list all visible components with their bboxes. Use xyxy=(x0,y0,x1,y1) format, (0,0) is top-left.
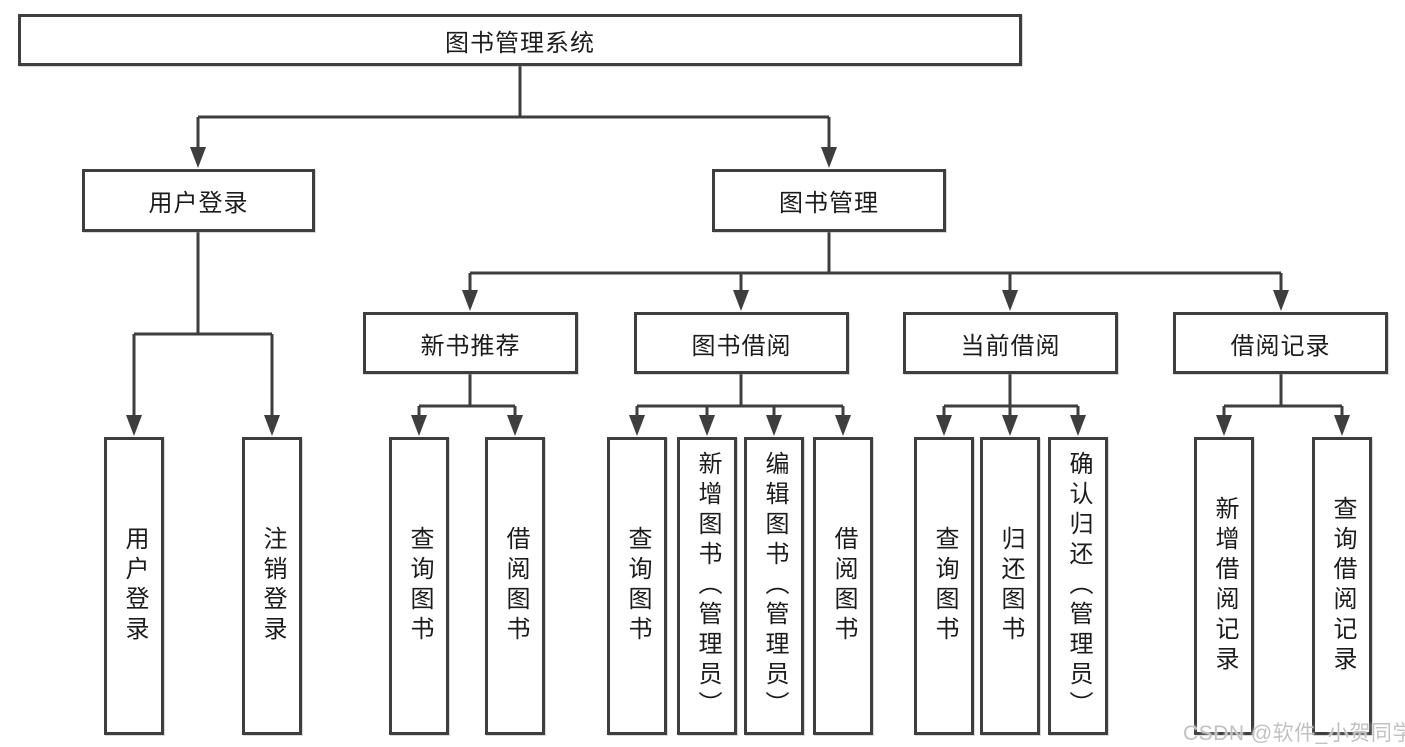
leaf-label: 新增图书（管理员） xyxy=(694,451,721,721)
leaf-add-books-admin: 新增图书（管理员） xyxy=(677,437,737,735)
leaf-label: 编辑图书（管理员） xyxy=(761,451,788,721)
arrowhead-icons xyxy=(126,147,1350,436)
leaf-label: 新增借阅记录 xyxy=(1211,496,1238,676)
leaf-label: 查询图书 xyxy=(624,526,651,646)
leaf-add-borrow-record: 新增借阅记录 xyxy=(1194,437,1254,735)
leaf-query-books: 查询图书 xyxy=(389,437,449,735)
leaf-label: 查询图书 xyxy=(931,526,958,646)
node-label: 图书管理系统 xyxy=(445,29,595,57)
csdn-watermark: CSDN @软件_小贺同学 xyxy=(1183,722,1405,745)
node-user-login: 用户登录 xyxy=(82,169,315,232)
leaf-query-books: 查询图书 xyxy=(914,437,974,735)
leaf-label: 注销登录 xyxy=(259,526,286,646)
leaf-query-borrow-record: 查询借阅记录 xyxy=(1312,437,1372,735)
leaf-return-books: 归还图书 xyxy=(980,437,1040,735)
leaf-label: 借阅图书 xyxy=(502,526,529,646)
node-borrowing-records: 借阅记录 xyxy=(1173,312,1388,374)
node-label: 新书推荐 xyxy=(420,332,521,360)
leaf-label: 查询图书 xyxy=(406,526,433,646)
node-label: 当前借阅 xyxy=(960,332,1061,360)
leaf-edit-books-admin: 编辑图书（管理员） xyxy=(744,437,804,735)
leaf-label: 用户登录 xyxy=(121,526,148,646)
node-library-management-system: 图书管理系统 xyxy=(18,14,1022,66)
node-label: 用户登录 xyxy=(148,190,249,217)
node-label: 图书借阅 xyxy=(691,332,792,360)
node-book-management: 图书管理 xyxy=(712,169,946,232)
node-book-borrowing: 图书借阅 xyxy=(634,312,849,374)
node-new-book-recommendation: 新书推荐 xyxy=(363,312,578,374)
leaf-label: 查询借阅记录 xyxy=(1329,496,1356,676)
leaf-borrow-books: 借阅图书 xyxy=(485,437,545,735)
leaf-borrow-books: 借阅图书 xyxy=(813,437,873,735)
node-current-borrowing: 当前借阅 xyxy=(903,312,1118,374)
leaf-label: 借阅图书 xyxy=(830,526,857,646)
leaf-logout: 注销登录 xyxy=(242,437,302,735)
leaf-query-books: 查询图书 xyxy=(607,437,667,735)
node-label: 借阅记录 xyxy=(1230,332,1331,360)
leaf-label: 确认归还（管理员） xyxy=(1065,451,1092,721)
leaf-confirm-return-admin: 确认归还（管理员） xyxy=(1048,437,1108,735)
node-label: 图书管理 xyxy=(779,190,879,217)
leaf-label: 归还图书 xyxy=(997,526,1024,646)
leaf-user-login: 用户登录 xyxy=(104,437,164,735)
